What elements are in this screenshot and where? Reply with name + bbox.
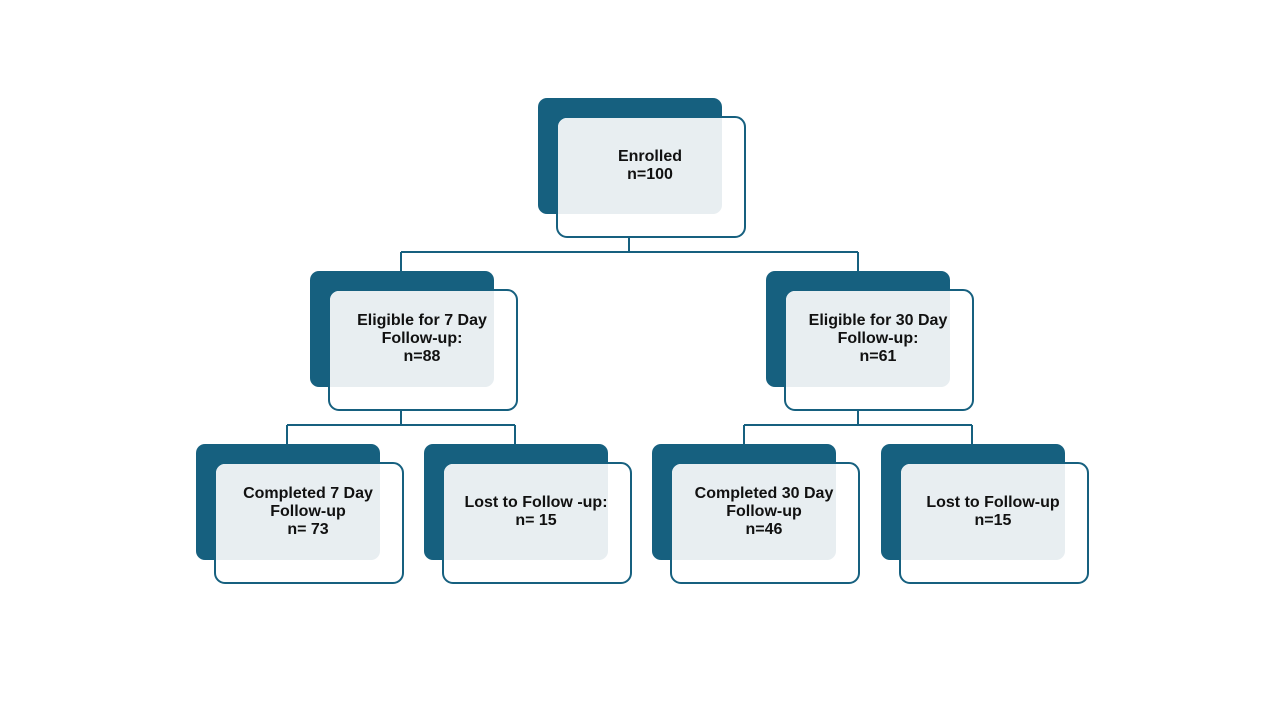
- node-front-fill: [901, 464, 1065, 560]
- node-label-line: Completed 30 Day: [694, 485, 834, 502]
- node-label: Lost to Follow -up: n= 15: [444, 464, 628, 560]
- node-label-line: Lost to Follow-up: [926, 494, 1060, 511]
- node-label-line: Eligible for 30 Day: [808, 312, 948, 329]
- node-label-line: Lost to Follow -up:: [464, 494, 608, 511]
- node-label-line: Follow-up:: [381, 330, 463, 347]
- node-label-line: n= 15: [515, 512, 557, 529]
- node-label: Eligible for 30 Day Follow-up: n=61: [786, 291, 970, 387]
- node-label-line: n=15: [974, 512, 1012, 529]
- node-front-fill: [444, 464, 608, 560]
- node-label-line: n= 73: [287, 521, 329, 538]
- node-completed-7-day: Completed 7 Day Follow-up n= 73: [196, 444, 404, 584]
- node-label-line: Completed 7 Day: [243, 485, 373, 502]
- node-lost-7-day: Lost to Follow -up: n= 15: [424, 444, 632, 584]
- node-label: Completed 30 Day Follow-up n=46: [672, 464, 856, 560]
- node-label-line: n=61: [859, 348, 897, 365]
- node-eligible-7-day: Eligible for 7 Day Follow-up: n=88: [310, 271, 518, 411]
- node-front-fill: [216, 464, 380, 560]
- node-label-line: n=46: [745, 521, 783, 538]
- node-label-line: Follow-up: [726, 503, 802, 520]
- node-front-fill: [786, 291, 950, 387]
- node-eligible-30-day: Eligible for 30 Day Follow-up: n=61: [766, 271, 974, 411]
- node-front-fill: [558, 118, 722, 214]
- node-front-fill: [672, 464, 836, 560]
- node-label: Lost to Follow-up n=15: [901, 464, 1085, 560]
- node-completed-30-day: Completed 30 Day Follow-up n=46: [652, 444, 860, 584]
- node-front-fill: [330, 291, 494, 387]
- node-label: Completed 7 Day Follow-up n= 73: [216, 464, 400, 560]
- node-label-line: Enrolled: [617, 148, 682, 165]
- node-lost-30-day: Lost to Follow-up n=15: [881, 444, 1089, 584]
- node-label: Eligible for 7 Day Follow-up: n=88: [330, 291, 514, 387]
- node-enrolled: Enrolled n=100: [538, 98, 746, 238]
- node-label-line: Follow-up:: [837, 330, 919, 347]
- node-label: Enrolled n=100: [558, 118, 742, 214]
- node-label-line: n=88: [403, 348, 441, 365]
- node-label-line: Eligible for 7 Day: [357, 312, 487, 329]
- node-label-line: n=100: [627, 166, 673, 183]
- node-label-line: Follow-up: [270, 503, 346, 520]
